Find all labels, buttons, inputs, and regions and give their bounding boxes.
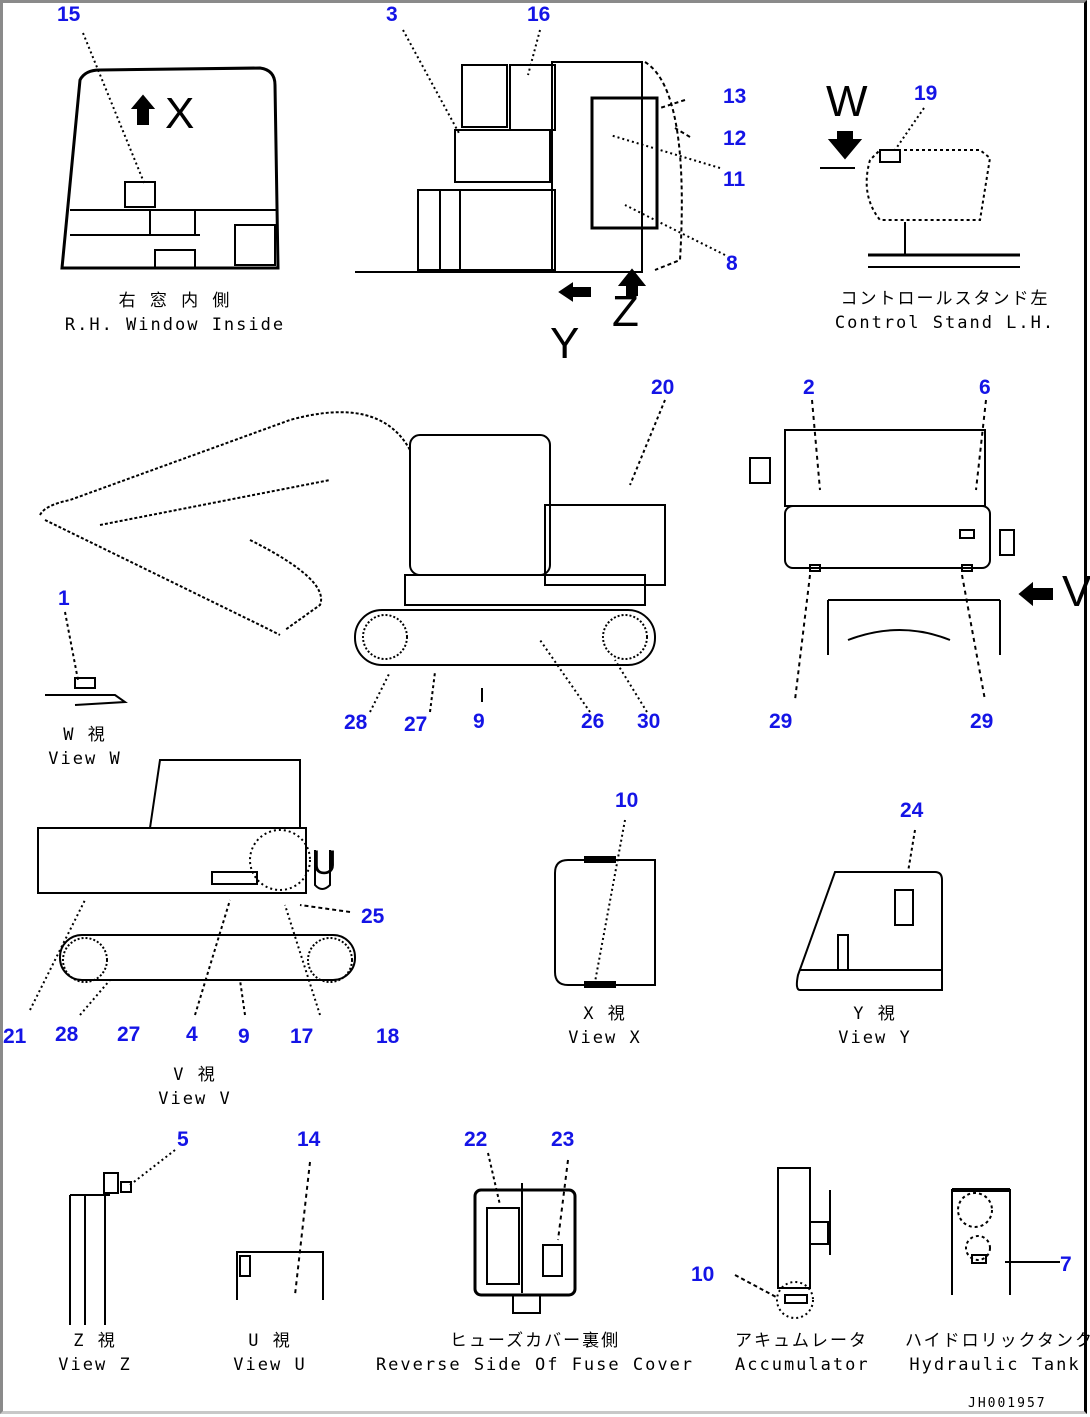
caption-view-u-en: View U — [233, 1355, 307, 1375]
view-letter-y: Y — [550, 319, 580, 368]
callout-10-accumulator[interactable]: 10 — [691, 1263, 715, 1286]
caption-view-y-en: View Y — [838, 1028, 912, 1048]
caption-view-u-jp: U 視 — [248, 1331, 292, 1351]
callout-8[interactable]: 8 — [726, 252, 738, 275]
callout-9-side[interactable]: 9 — [473, 710, 485, 733]
callout-30[interactable]: 30 — [637, 710, 661, 733]
callout-26[interactable]: 26 — [581, 710, 605, 733]
view-letter-w: W — [826, 77, 868, 126]
callout-11[interactable]: 11 — [723, 168, 746, 191]
view-letter-u: U — [312, 844, 337, 882]
callout-20[interactable]: 20 — [651, 376, 675, 399]
callout-9-v[interactable]: 9 — [238, 1025, 250, 1048]
callout-19[interactable]: 19 — [914, 82, 938, 105]
callout-21[interactable]: 21 — [3, 1025, 27, 1048]
callout-7[interactable]: 7 — [1060, 1253, 1072, 1276]
callout-29-left[interactable]: 29 — [769, 710, 793, 733]
view-u-drawing — [236, 1161, 324, 1300]
callout-10-x[interactable]: 10 — [615, 789, 639, 812]
caption-view-v-en: View V — [158, 1089, 232, 1109]
rh-window-drawing — [60, 32, 280, 270]
callout-22[interactable]: 22 — [464, 1128, 488, 1151]
caption-control-stand-jp: コントロールスタンド左 — [840, 289, 1050, 309]
callout-23[interactable]: 23 — [551, 1128, 575, 1151]
view-letter-z: Z — [612, 287, 639, 336]
machine-top-drawing — [355, 29, 726, 302]
callout-24[interactable]: 24 — [900, 799, 924, 822]
view-y-drawing — [795, 829, 943, 991]
drawing-code: JH001957 — [968, 1396, 1047, 1411]
callout-25[interactable]: 25 — [361, 905, 385, 928]
caption-rh-window-jp: 右 窓 内 側 — [118, 291, 232, 311]
caption-rh-window-en: R.H. Window Inside — [64, 315, 286, 335]
callout-15[interactable]: 15 — [57, 3, 81, 26]
view-letter-x: X — [165, 89, 195, 138]
fuse-cover-drawing — [473, 1152, 577, 1314]
caption-view-z-en: View Z — [58, 1355, 132, 1375]
view-x-drawing — [554, 819, 656, 988]
caption-fuse-cover-jp: ヒューズカバー裏側 — [449, 1331, 621, 1351]
callout-18[interactable]: 18 — [376, 1025, 400, 1048]
callout-4[interactable]: 4 — [186, 1023, 198, 1046]
caption-view-w-jp: W 視 — [63, 725, 107, 745]
view-v-drawing — [29, 759, 356, 1016]
caption-view-x-jp: X 視 — [583, 1004, 627, 1024]
caption-accumulator-en: Accumulator — [735, 1355, 870, 1375]
callout-27-side[interactable]: 27 — [404, 713, 428, 736]
callout-12[interactable]: 12 — [723, 127, 747, 150]
rear-view-drawing — [749, 399, 1053, 701]
caption-view-y-jp: Y 視 — [853, 1004, 897, 1024]
caption-hydraulic-tank-jp: ハイドロリックタンク — [905, 1331, 1090, 1351]
callout-28-v[interactable]: 28 — [55, 1023, 79, 1046]
caption-view-x-en: View X — [568, 1028, 642, 1048]
callout-6[interactable]: 6 — [979, 376, 991, 399]
callout-1[interactable]: 1 — [58, 587, 70, 610]
excavator-side-drawing — [39, 399, 666, 713]
caption-fuse-cover-en: Reverse Side Of Fuse Cover — [375, 1355, 695, 1375]
callout-13[interactable]: 13 — [723, 85, 747, 108]
view-letter-v: V — [1062, 567, 1090, 616]
callout-5[interactable]: 5 — [177, 1128, 189, 1151]
caption-view-v-jp: V 視 — [173, 1065, 217, 1085]
caption-hydraulic-tank-en: Hydraulic Tank — [909, 1355, 1081, 1375]
callout-17[interactable]: 17 — [290, 1025, 314, 1048]
caption-control-stand-en: Control Stand L.H. — [834, 313, 1056, 333]
hydraulic-tank-drawing — [951, 1188, 1060, 1295]
view-z-drawing — [69, 1149, 176, 1325]
accumulator-drawing — [734, 1167, 831, 1319]
callout-3[interactable]: 3 — [386, 3, 398, 26]
callout-27-v[interactable]: 27 — [117, 1023, 141, 1046]
callout-29-right[interactable]: 29 — [970, 710, 994, 733]
caption-view-z-jp: Z 視 — [73, 1331, 117, 1351]
callout-28-side[interactable]: 28 — [344, 711, 368, 734]
control-stand-drawing — [820, 107, 1020, 268]
callout-16[interactable]: 16 — [527, 3, 551, 26]
callout-14[interactable]: 14 — [297, 1128, 321, 1151]
callout-2[interactable]: 2 — [803, 376, 815, 399]
caption-accumulator-jp: アキュムレータ — [735, 1331, 868, 1351]
caption-view-w-en: View W — [48, 749, 122, 769]
